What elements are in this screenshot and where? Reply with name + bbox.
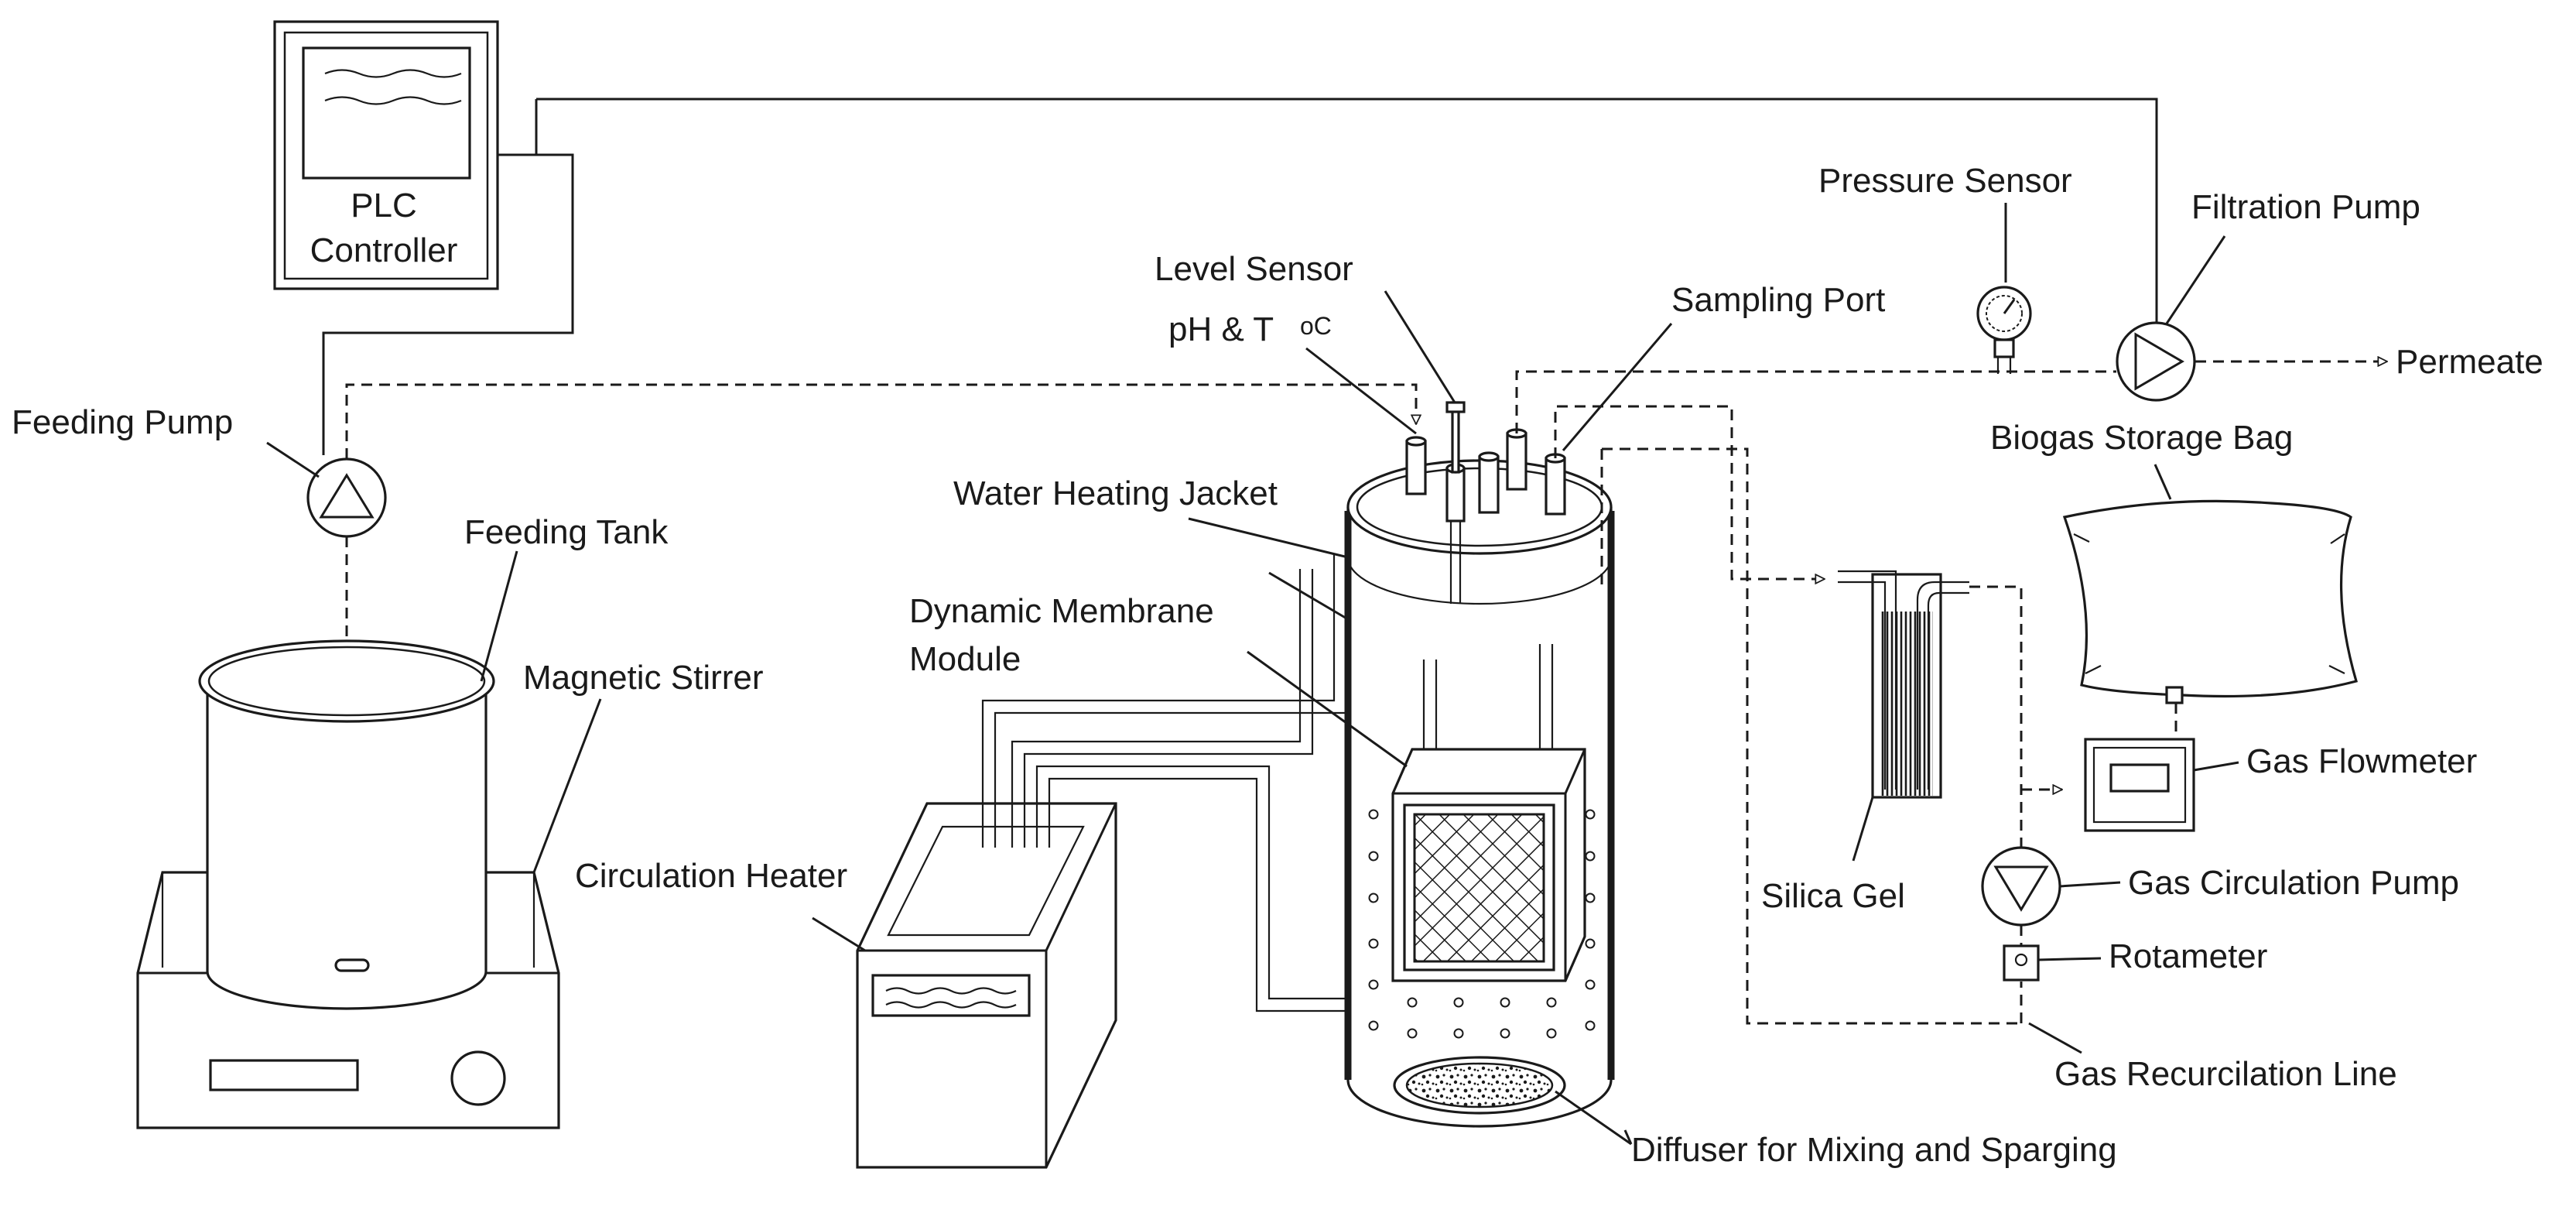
ph-probe: [1405, 440, 1427, 495]
level-probe-body: [1445, 467, 1466, 522]
dynamic-membrane-label-line1: Dynamic Membrane: [909, 592, 1214, 630]
water-heating-jacket-label: Water Heating Jacket: [953, 475, 1278, 512]
filtration-pump: [2116, 321, 2196, 402]
feeding-tank: [198, 639, 495, 1010]
plc-screen: [302, 46, 471, 180]
dynamic-membrane-label-line2: Module: [909, 640, 1021, 678]
sampling-gas-line: [1554, 405, 1825, 579]
feeding-tank-label: Feeding Tank: [464, 513, 669, 551]
gas-flowmeter: [2084, 738, 2195, 832]
biogas-bag-leader: [2154, 464, 2172, 500]
level-sensor-label: Level Sensor: [1155, 250, 1353, 288]
plc-controller: PLC Controller: [273, 20, 499, 290]
membrane-mesh: [1413, 813, 1545, 963]
magnetic-stirrer-leader: [532, 698, 602, 873]
gas-flowmeter-label: Gas Flowmeter: [2246, 742, 2477, 780]
pressure-sensor-label: Pressure Sensor: [1818, 162, 2072, 200]
gas-circulation-pump: [1981, 846, 2061, 927]
diffuser: [1393, 1056, 1566, 1115]
stir-bar: [334, 958, 370, 972]
pressure-sensor: [1976, 286, 2032, 374]
feeding-pump-leader: [266, 441, 320, 478]
plc-label-line1: PLC: [351, 187, 417, 224]
sampling-port-label: Sampling Port: [1671, 281, 1885, 319]
gas-recirculation-line-label: Gas Recurcilation Line: [2054, 1055, 2397, 1093]
sampling-port-tube: [1545, 457, 1566, 516]
ph-t-unit-label: oC: [1300, 312, 1332, 340]
feed-line-to-reactor: [345, 383, 1416, 459]
filtration-port: [1506, 432, 1527, 491]
sparge-holes: [1368, 809, 1596, 1039]
dynamic-membrane-module: [1391, 644, 1586, 982]
rotameter-leader: [2037, 957, 2102, 961]
filtration-suction-line: [1515, 370, 2116, 433]
stirrer-knob: [450, 1050, 506, 1106]
plc-label-line2: Controller: [310, 231, 458, 269]
level-sensor-leader: [1384, 290, 1456, 403]
magnetic-stirrer-label: Magnetic Stirrer: [523, 659, 764, 697]
circulation-heater-label: Circulation Heater: [575, 857, 847, 895]
biogas-storage-bag: [2062, 499, 2358, 704]
gas-circulation-pump-leader: [2059, 881, 2121, 888]
gas-recirculation-line: [1602, 447, 2021, 1025]
diffuser-label: Diffuser for Mixing and Sparging: [1631, 1131, 2117, 1169]
control-wiring: [322, 98, 2158, 455]
permeate-label: Permeate: [2396, 343, 2544, 381]
ph-t-label: pH & T: [1168, 310, 1274, 348]
silica-gel-column: [1838, 570, 1969, 799]
gas-flowmeter-leader: [2193, 761, 2239, 772]
silica-to-pump-line: [1969, 585, 2023, 848]
gas-recirculation-leader: [2028, 1022, 2082, 1054]
feeding-tank-leader: [480, 550, 518, 682]
silica-gel-label: Silica Gel: [1761, 877, 1905, 915]
gas-circulation-pump-label: Gas Circulation Pump: [2128, 864, 2459, 902]
feeding-pump: [306, 457, 387, 538]
biogas-storage-bag-label: Biogas Storage Bag: [1990, 419, 2293, 457]
reactor-ports: [1405, 401, 1566, 604]
circulation-heater-leader: [812, 916, 866, 952]
stirrer-display: [209, 1059, 359, 1091]
filtration-pump-label: Filtration Pump: [2191, 188, 2420, 226]
feeding-pump-label: Feeding Pump: [12, 403, 233, 441]
filtration-pump-leader: [2165, 235, 2226, 324]
water-heating-jacket-leader: [1188, 517, 1349, 559]
ph-t-leader: [1305, 347, 1417, 435]
rotameter: [2003, 944, 2040, 982]
rotameter-label: Rotameter: [2109, 937, 2267, 975]
dynamic-membrane-leader: [1247, 650, 1408, 768]
silica-gel-leader: [1852, 797, 1874, 862]
sampling-port-leader: [1562, 323, 1673, 451]
heater-display: [871, 974, 1031, 1017]
diffuser-leader: [1555, 1090, 1632, 1146]
circulation-heater: [856, 802, 1117, 1169]
